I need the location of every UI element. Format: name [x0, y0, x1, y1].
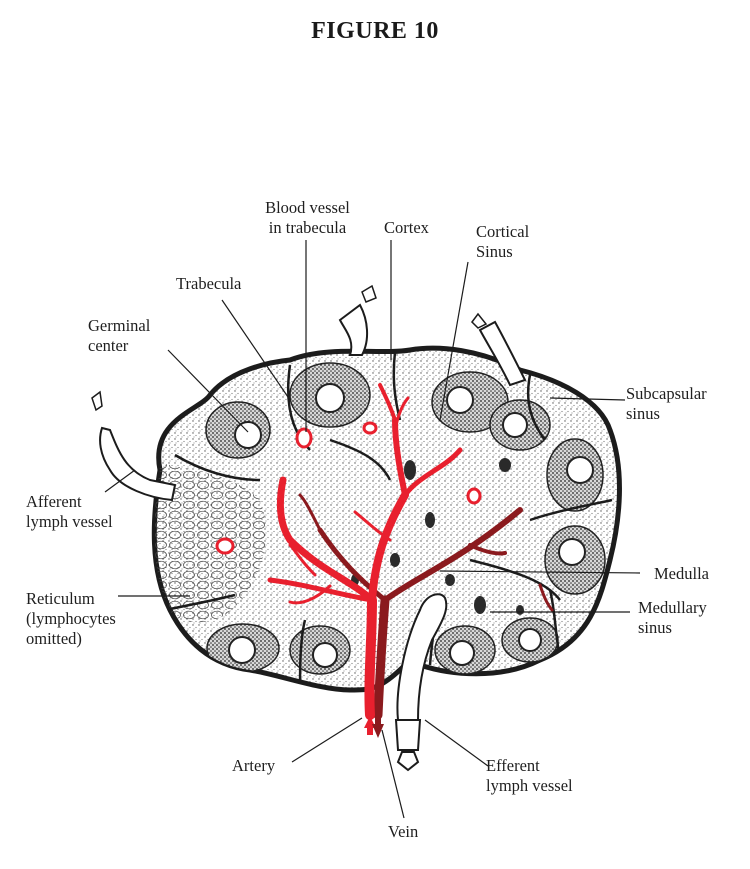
- leader-efferent: [424, 719, 489, 767]
- lymph-node: [151, 345, 622, 693]
- efferent-lymph-vessel: [394, 593, 448, 772]
- reticulum-region: [154, 460, 266, 623]
- afferent-vessel-right: [478, 320, 527, 387]
- leader-lines: [104, 240, 641, 819]
- leader-trabecula: [221, 299, 291, 401]
- afferent-vessel-top: [338, 303, 368, 356]
- label-artery: Artery: [232, 756, 276, 775]
- leader-medulla: [439, 570, 641, 574]
- label-medullary-sinus: Medullary sinus: [638, 598, 707, 637]
- label-subcapsular-sinus: Subcapsular sinus: [626, 384, 707, 423]
- leader-subcapsular-sinus: [549, 397, 626, 401]
- afferent-arrows: [91, 284, 488, 412]
- leader-artery: [291, 717, 363, 763]
- germinal-centers: [228, 383, 594, 668]
- vein-branches: [298, 493, 554, 720]
- leader-afferent: [104, 469, 136, 493]
- leader-vein: [381, 729, 405, 819]
- label-vein: Vein: [388, 822, 419, 841]
- label-cortex: Cortex: [384, 218, 429, 237]
- afferent-vessel-left: [99, 426, 177, 502]
- label-afferent-lymph-vessel: Afferent lymph vessel: [26, 492, 113, 531]
- afferent-lymph-vessels: [99, 303, 527, 502]
- vessel-cross-sections: [215, 421, 482, 555]
- artery-branches: [267, 383, 463, 720]
- label-blood-vessel-in-trabecula: Blood vessel in trabecula: [265, 198, 350, 237]
- label-trabecula: Trabecula: [176, 274, 242, 293]
- label-reticulum: Reticulum (lymphocytes omitted): [26, 589, 116, 648]
- leader-cortical-sinus: [439, 261, 469, 421]
- leader-germinal-center: [167, 349, 249, 433]
- vein-arrow: [372, 715, 384, 738]
- figure-title: FIGURE 10: [311, 18, 439, 44]
- label-germinal-center: Germinal center: [88, 316, 151, 355]
- label-cortical-sinus: Cortical Sinus: [476, 222, 530, 261]
- label-medulla: Medulla: [654, 564, 709, 583]
- label-efferent-lymph-vessel: Efferent lymph vessel: [486, 756, 573, 795]
